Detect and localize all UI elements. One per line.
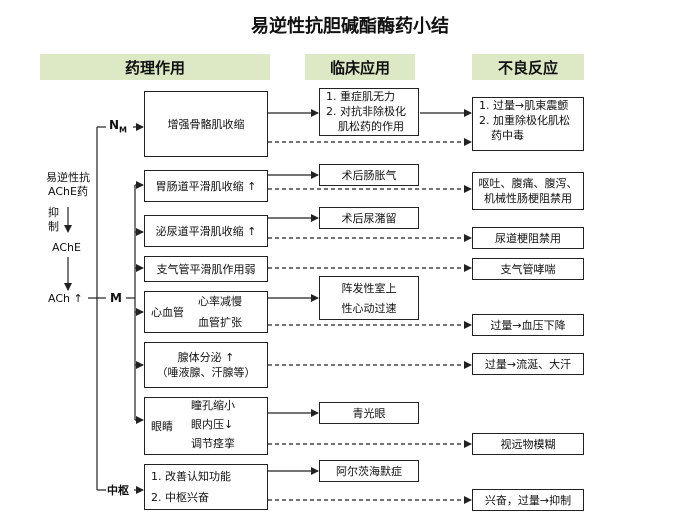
effect-gland-secretion: 腺体分泌 ↑ （唾液腺、汗腺等） — [144, 342, 268, 388]
clinical-alzheimer: 阿尔茨海默症 — [319, 460, 419, 482]
header-adverse: 不良反应 — [472, 54, 584, 80]
eye-iop: 眼内压↓ — [191, 418, 234, 431]
eye-accommodation: 调节痉挛 — [191, 437, 235, 450]
inhibit-label-line2: 制 — [48, 220, 59, 233]
effect-skeletal-muscle: 增强骨骼肌收缩 — [144, 91, 268, 157]
drug-label-line1: 易逆性抗 — [46, 171, 90, 184]
adverse-gi-line2: 机械性肠梗阻禁用 — [484, 192, 572, 205]
cv-vasodilation: 血管扩张 — [198, 316, 242, 329]
adverse-nm-line2: 2. 加重除极化肌松 — [479, 114, 570, 127]
effect-gi-muscle: 胃肠道平滑肌收缩 ↑ — [144, 170, 268, 202]
drug-label-line2: AChE药 — [48, 185, 88, 198]
effect-urinary-muscle: 泌尿道平滑肌收缩 ↑ — [144, 215, 268, 247]
adverse-hypotension: 过量→血压下降 — [472, 314, 584, 336]
adverse-nm-line1: 1. 过量→肌束震颤 — [479, 99, 569, 112]
clinical-svt: 阵发性室上 性心动过速 — [319, 276, 419, 320]
effect-bronchial-muscle: 支气管平滑肌作用弱 — [144, 256, 268, 282]
gland-line1: 腺体分泌 ↑ — [177, 351, 235, 364]
effect-cardiovascular: 心血管 — [144, 291, 268, 333]
clinical-mg-line3: 肌松药的作用 — [338, 120, 404, 133]
clinical-myasthenia: 1. 重症肌无力 2. 对抗非除极化 肌松药的作用 — [319, 88, 419, 136]
adverse-cns: 兴奋，过量→抑制 — [472, 489, 584, 511]
ache-label: AChE — [52, 241, 81, 254]
clinical-svt-line1: 阵发性室上 — [341, 281, 397, 295]
header-pharmacology: 药理作用 — [40, 54, 270, 80]
receptor-central: 中枢 — [107, 484, 129, 497]
eye-miosis: 瞳孔缩小 — [191, 399, 235, 412]
adverse-gi: 呕吐、腹痛、腹泻、 机械性肠梗阻禁用 — [472, 172, 584, 210]
cv-heart-rate: 心率减慢 — [198, 295, 242, 308]
ach-label: ACh ↑ — [48, 292, 83, 305]
adverse-nm-line3: 药中毒 — [491, 129, 524, 142]
adverse-gi-line1: 呕吐、腹痛、腹泻、 — [478, 177, 578, 190]
receptor-nm: NM — [109, 118, 128, 135]
adverse-blurred-vision: 视远物模糊 — [472, 433, 584, 455]
clinical-mg-line1: 1. 重症肌无力 — [326, 90, 395, 103]
effect-cns: 1. 改善认知功能 2. 中枢兴奋 — [144, 464, 268, 510]
clinical-glaucoma: 青光眼 — [319, 402, 419, 424]
adverse-urinary: 尿道梗阻禁用 — [472, 227, 584, 249]
clinical-postop-retention: 术后尿潴留 — [319, 207, 419, 229]
effect-eye: 眼睛 — [144, 397, 268, 455]
eye-label: 眼睛 — [151, 419, 173, 433]
gland-line2: （唾液腺、汗腺等） — [156, 366, 256, 379]
clinical-svt-line2: 性心动过速 — [341, 301, 397, 315]
inhibit-label-line1: 抑 — [48, 206, 59, 219]
receptor-m: M — [110, 291, 122, 305]
cns-line2: 2. 中枢兴奋 — [151, 491, 209, 504]
clinical-mg-line2: 2. 对抗非除极化 — [326, 105, 406, 118]
header-clinical: 临床应用 — [305, 54, 415, 80]
adverse-salivation: 过量→流涎、大汗 — [472, 353, 584, 375]
clinical-postop-distension: 术后肠胀气 — [319, 164, 419, 186]
cv-label: 心血管 — [151, 305, 184, 319]
diagram-title: 易逆性抗胆碱酯酶药小结 — [251, 16, 449, 37]
adverse-asthma: 支气管哮喘 — [472, 258, 584, 280]
adverse-nm: 1. 过量→肌束震颤 2. 加重除极化肌松 药中毒 — [472, 97, 584, 151]
cns-line1: 1. 改善认知功能 — [151, 470, 231, 483]
